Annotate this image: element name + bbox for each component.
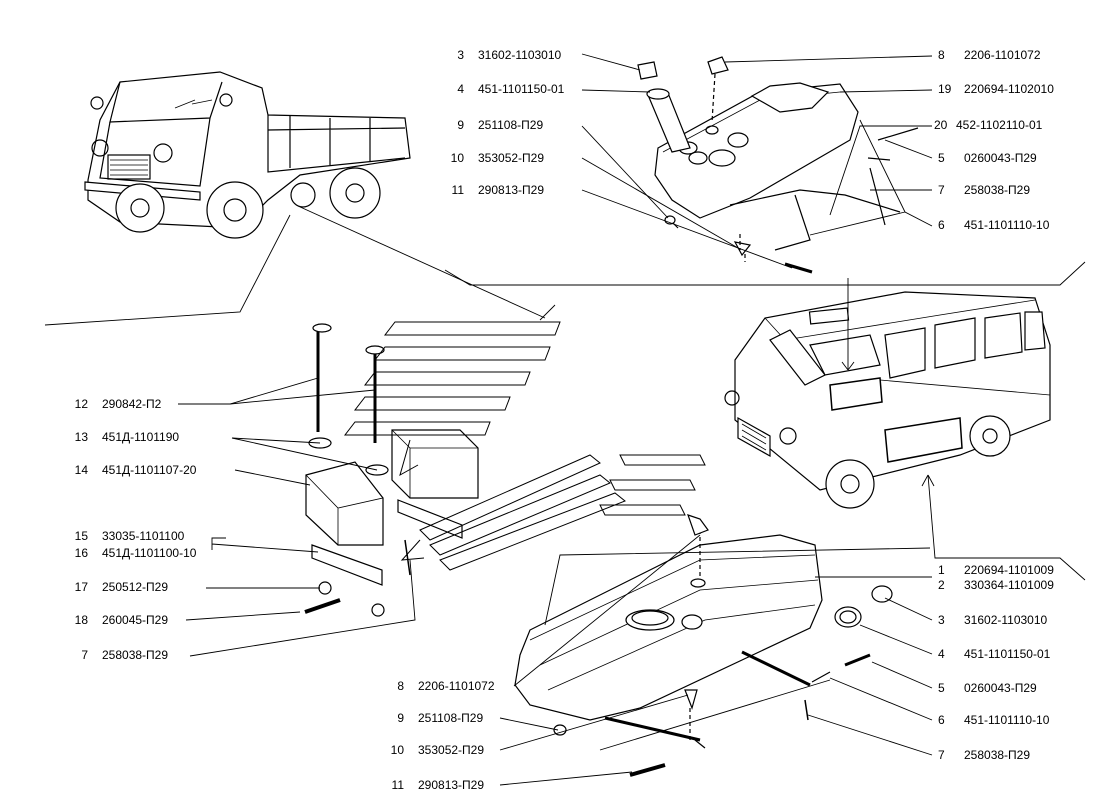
part-number: 8 bbox=[397, 679, 404, 693]
part-number: 7 bbox=[81, 648, 88, 662]
part-number: 1 bbox=[938, 563, 945, 577]
part-number: 4 bbox=[457, 82, 464, 96]
part-code: 33035-1101100 bbox=[102, 529, 185, 543]
label-left-13: 13 451Д-1101190 bbox=[70, 430, 179, 444]
part-number: 10 bbox=[390, 743, 404, 757]
label-left-12: 12 290842-П2 bbox=[70, 397, 162, 411]
label-bottom-right-5: 5 0260043-П29 bbox=[938, 681, 1037, 695]
leader-lines bbox=[44, 53, 1086, 786]
part-code: 451-1101150-01 bbox=[478, 82, 565, 96]
label-top-9: 9 251108-П29 bbox=[446, 118, 543, 132]
label-bottom-right-4: 4 451-1101150-01 bbox=[938, 647, 1050, 661]
label-bottom-right-3: 3 31602-1103010 bbox=[938, 613, 1047, 627]
part-number: 11 bbox=[391, 778, 404, 792]
label-bottom-right-6: 6 451-1101110-10 bbox=[938, 713, 1049, 727]
label-left-18: 18 260045-П29 bbox=[70, 613, 168, 627]
label-top-right-7: 7 258038-П29 bbox=[938, 183, 1030, 197]
label-top-11: 11 290813-П29 bbox=[446, 183, 544, 197]
part-code: 2206-1101072 bbox=[964, 48, 1041, 62]
part-code: 290813-П29 bbox=[478, 183, 545, 197]
label-left-16: 16 451Д-1101100-10 bbox=[70, 546, 197, 560]
part-code: 220694-1102010 bbox=[964, 82, 1054, 96]
part-number: 9 bbox=[457, 118, 464, 132]
part-code: 451-1101110-10 bbox=[964, 218, 1050, 232]
label-top-right-6: 6 451-1101110-10 bbox=[938, 218, 1049, 232]
part-number: 3 bbox=[938, 613, 945, 627]
part-number: 13 bbox=[74, 430, 88, 444]
part-code: 251108-П29 bbox=[478, 118, 544, 132]
part-number: 15 bbox=[74, 529, 88, 543]
part-code: 260045-П29 bbox=[102, 613, 169, 627]
label-left-15: 15 33035-1101100 bbox=[70, 529, 185, 543]
part-number: 5 bbox=[938, 151, 945, 165]
part-number: 10 bbox=[450, 151, 464, 165]
part-code: 451Д-1101190 bbox=[102, 430, 180, 444]
part-code: 290813-П29 bbox=[418, 778, 485, 792]
part-number: 4 bbox=[938, 647, 945, 661]
part-number: 5 bbox=[938, 681, 945, 695]
label-left-17: 17 250512-П29 bbox=[70, 580, 168, 594]
part-code: 31602-1103010 bbox=[478, 48, 562, 62]
bottom-tank-assembly bbox=[514, 514, 893, 777]
part-code: 250512-П29 bbox=[102, 580, 169, 594]
bus-illustration bbox=[724, 291, 1051, 509]
part-code: 0260043-П29 bbox=[964, 151, 1037, 165]
connecting-arrows bbox=[343, 321, 706, 571]
part-code: 220694-1101009 bbox=[964, 563, 1054, 577]
label-top-right-8: 8 2206-1101072 bbox=[938, 48, 1041, 62]
label-top-right-19: 19 220694-1102010 bbox=[938, 82, 1054, 96]
part-code: 452-1102110-01 bbox=[956, 118, 1043, 132]
part-code: 353052-П29 bbox=[418, 743, 485, 757]
part-code: 0260043-П29 bbox=[964, 681, 1037, 695]
part-number: 6 bbox=[938, 713, 945, 727]
part-number: 3 bbox=[457, 48, 464, 62]
label-bottom-left-9: 9 251108-П29 bbox=[386, 711, 483, 725]
part-code: 258038-П29 bbox=[102, 648, 169, 662]
label-bottom-right-2: 2 330364-1101009 bbox=[938, 578, 1054, 592]
part-code: 31602-1103010 bbox=[964, 613, 1048, 627]
label-left-7: 7 258038-П29 bbox=[70, 648, 168, 662]
part-code: 451-1101150-01 bbox=[964, 647, 1051, 661]
part-code: 451Д-1101107-20 bbox=[102, 463, 197, 477]
label-top-right-5: 5 0260043-П29 bbox=[938, 151, 1037, 165]
label-bottom-left-11: 11 290813-П29 bbox=[386, 778, 484, 792]
label-bottom-left-8: 8 2206-1101072 bbox=[386, 679, 495, 693]
label-bottom-right-1: 1 220694-1101009 bbox=[938, 563, 1054, 577]
part-number: 18 bbox=[74, 613, 88, 627]
part-code: 290842-П2 bbox=[102, 397, 162, 411]
part-number: 6 bbox=[938, 218, 945, 232]
label-top-right-20: 20 452-1102110-01 bbox=[934, 118, 1042, 132]
part-number: 7 bbox=[938, 748, 945, 762]
part-code: 258038-П29 bbox=[964, 748, 1031, 762]
label-left-14: 14 451Д-1101107-20 bbox=[70, 463, 197, 477]
part-code: 258038-П29 bbox=[964, 183, 1031, 197]
part-number: 7 bbox=[938, 183, 945, 197]
label-top-3: 3 31602-1103010 bbox=[446, 48, 561, 62]
left-support-assembly bbox=[304, 323, 479, 617]
label-bottom-left-10: 10 353052-П29 bbox=[386, 743, 484, 757]
label-bottom-right-7: 7 258038-П29 bbox=[938, 748, 1030, 762]
label-top-4: 4 451-1101150-01 bbox=[446, 82, 564, 96]
part-number: 17 bbox=[74, 580, 88, 594]
part-number: 16 bbox=[74, 546, 88, 560]
part-number: 19 bbox=[938, 82, 952, 96]
part-code: 451Д-1101100-10 bbox=[102, 546, 197, 560]
truck-illustration bbox=[84, 71, 411, 239]
part-number: 9 bbox=[397, 711, 404, 725]
part-number: 12 bbox=[74, 397, 88, 411]
part-number: 20 bbox=[934, 118, 948, 132]
part-code: 2206-1101072 bbox=[418, 679, 495, 693]
part-number: 8 bbox=[938, 48, 945, 62]
label-top-10: 10 353052-П29 bbox=[446, 151, 544, 165]
top-tank-assembly bbox=[637, 56, 919, 274]
part-code: 353052-П29 bbox=[478, 151, 545, 165]
part-number: 2 bbox=[938, 578, 945, 592]
part-code: 451-1101110-10 bbox=[964, 713, 1050, 727]
part-code: 251108-П29 bbox=[418, 711, 484, 725]
part-number: 11 bbox=[451, 183, 464, 197]
part-code: 330364-1101009 bbox=[964, 578, 1054, 592]
part-number: 14 bbox=[74, 463, 88, 477]
